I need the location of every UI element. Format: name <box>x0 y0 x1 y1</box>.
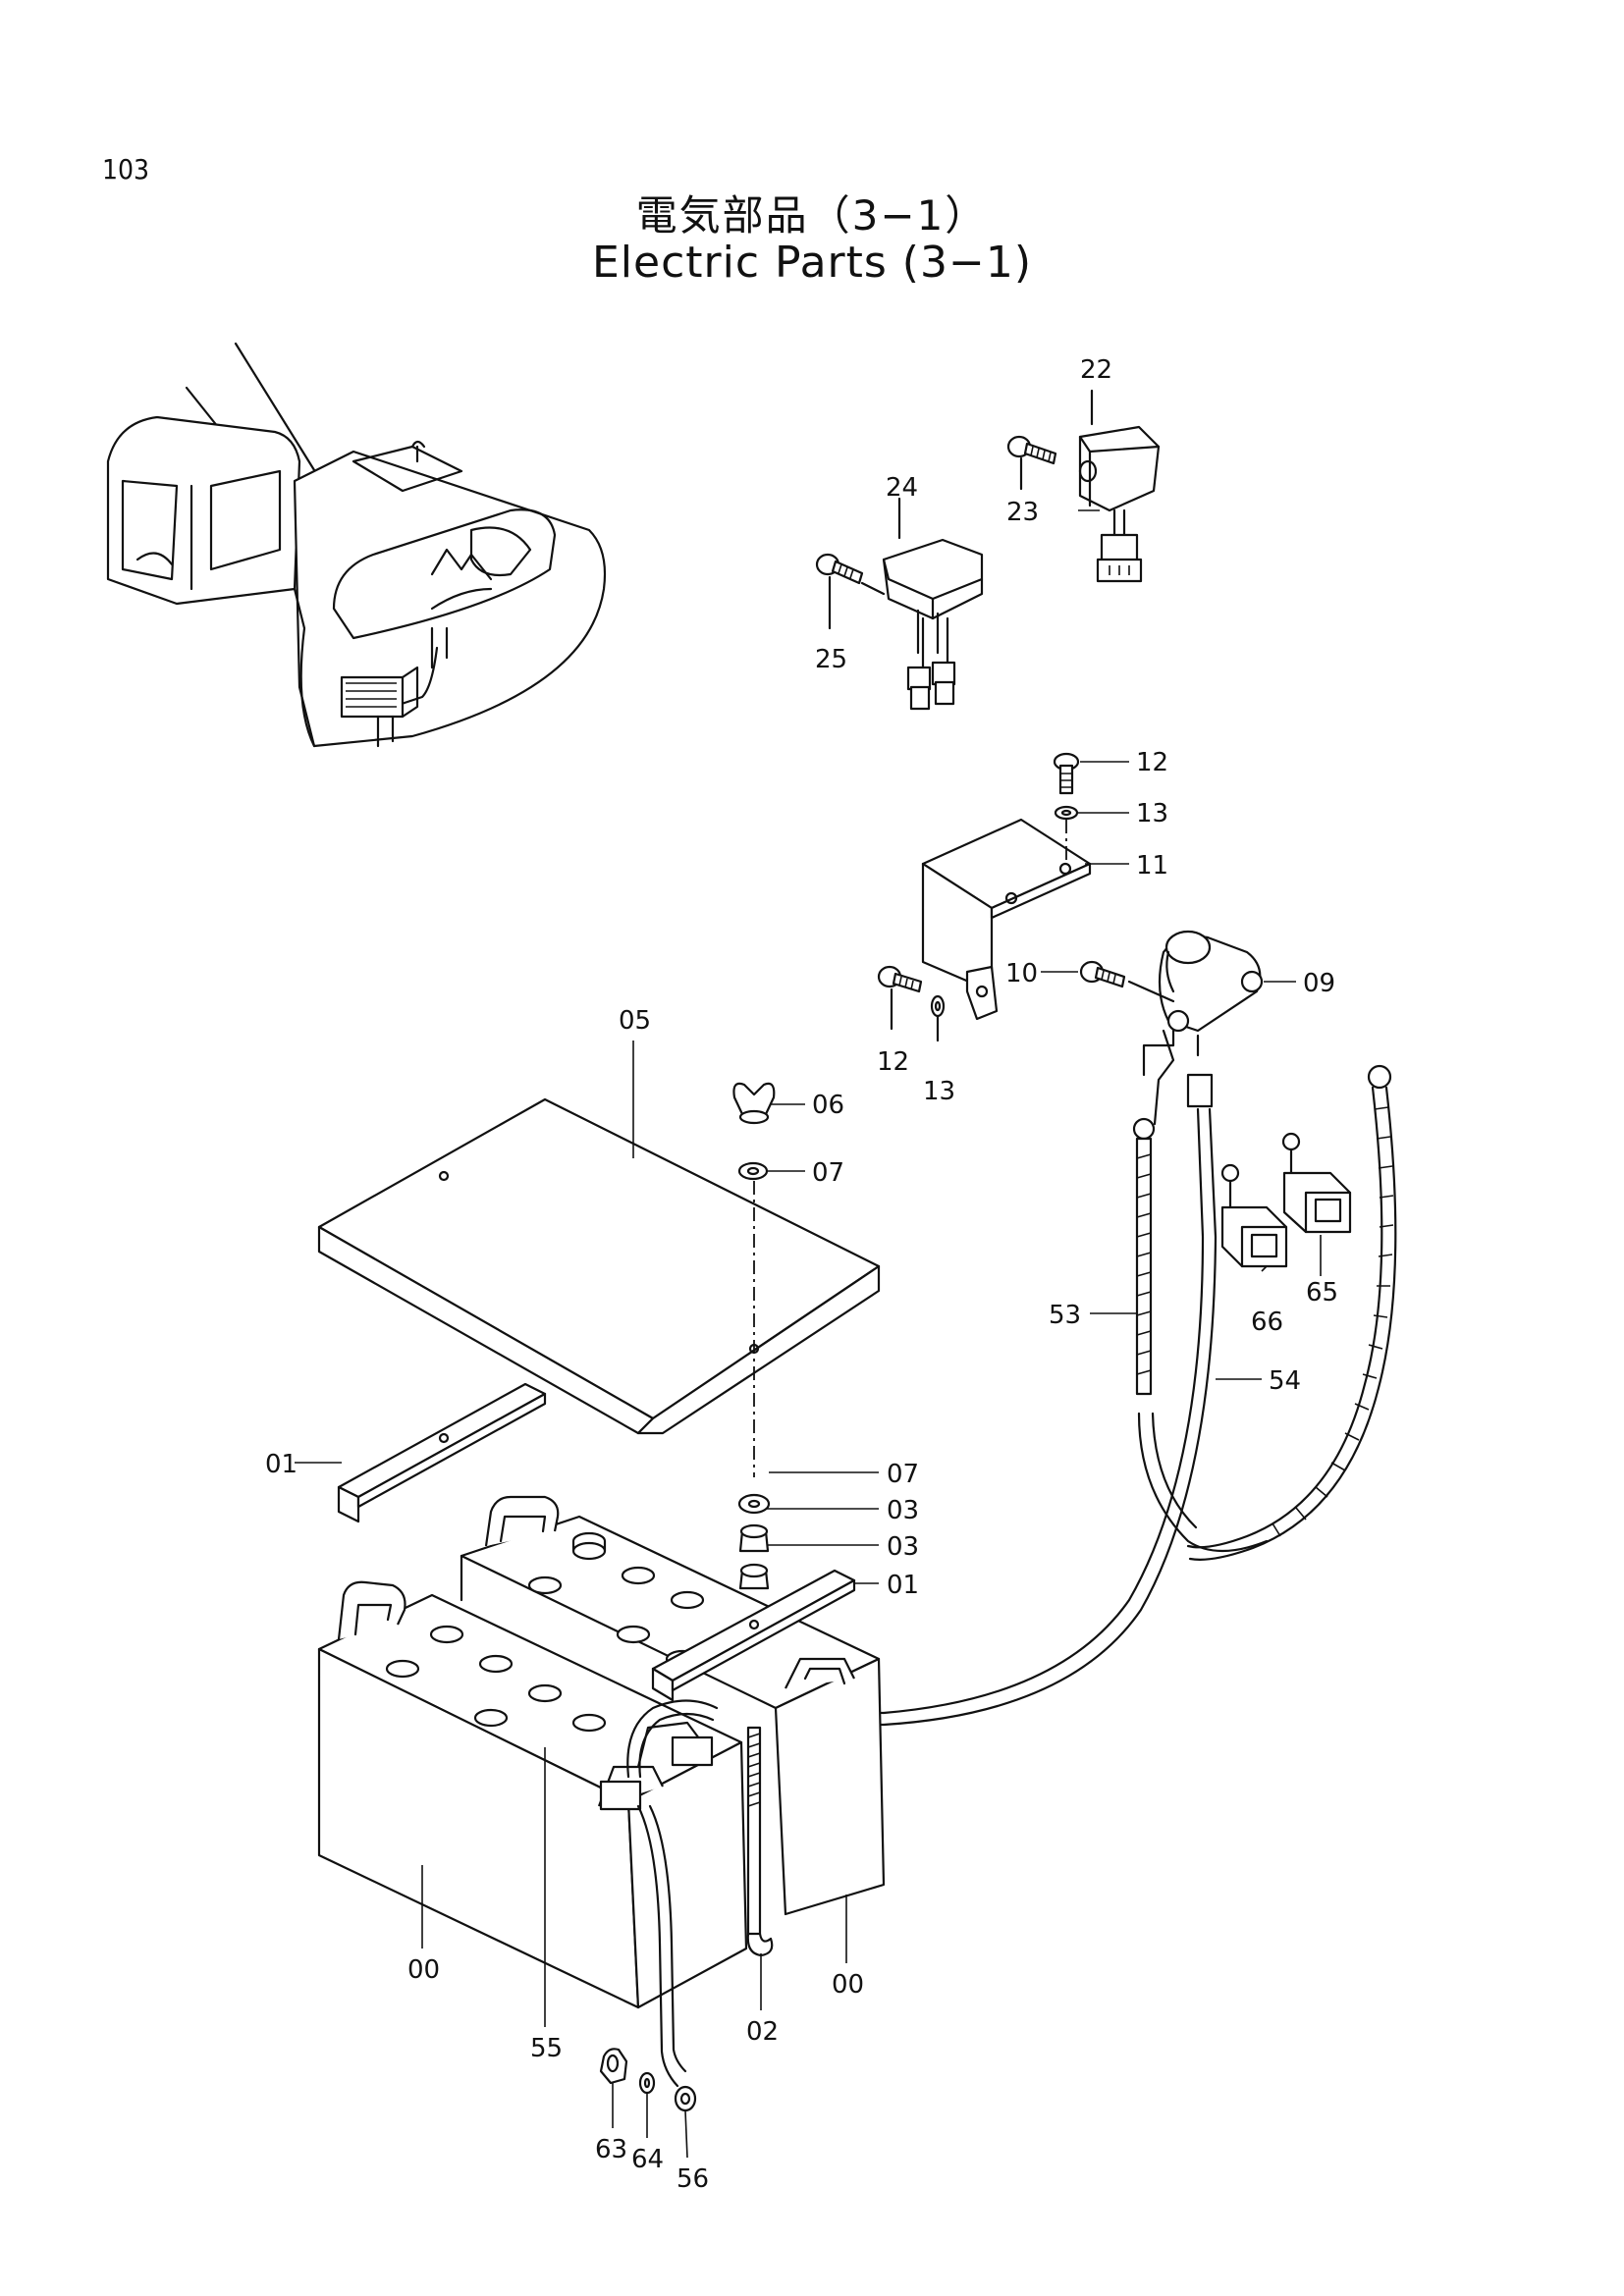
callout-53: 53 <box>1049 1301 1081 1330</box>
callout-25: 25 <box>815 645 847 674</box>
callout-24: 24 <box>886 473 918 503</box>
part-09-battery-relay <box>1127 930 1264 1077</box>
part-06-wing-nut <box>732 1082 776 1125</box>
part-07-washer-bottom <box>737 1493 771 1515</box>
cable-long-right <box>1186 1064 1397 1561</box>
part-25-bolt <box>815 553 886 630</box>
callout-labels: 22 23 24 25 12 13 11 10 09 12 13 05 06 0… <box>265 355 1338 2194</box>
callout-23: 23 <box>1006 498 1039 527</box>
callout-05: 05 <box>619 1006 651 1036</box>
part-03-nut-lower <box>738 1563 770 1590</box>
part-11-bracket <box>921 818 1092 1021</box>
part-12-bolt-lower <box>877 965 923 1031</box>
part-22-relay <box>1078 389 1161 583</box>
callout-63: 63 <box>595 2135 627 2164</box>
part-65-connector <box>1281 1132 1352 1234</box>
part-53-cable <box>1132 1117 1269 1553</box>
part-55-cable <box>599 1699 719 1811</box>
part-63-nut <box>599 2048 628 2085</box>
callout-12-lower: 12 <box>877 1047 909 1077</box>
callout-55: 55 <box>530 2034 563 2063</box>
callout-11: 11 <box>1136 851 1168 881</box>
callout-64: 64 <box>631 2145 664 2174</box>
page-title-english: Electric Parts (3−1) <box>592 238 1032 288</box>
callout-00-right: 00 <box>832 1970 864 2000</box>
callout-02: 02 <box>746 2017 779 2047</box>
part-56-cable-terminal <box>636 1804 697 2112</box>
page-title-japanese: 電気部品（3−1） <box>635 191 989 240</box>
callout-09: 09 <box>1303 969 1335 998</box>
callout-07-top: 07 <box>812 1158 844 1188</box>
part-07-washer-top <box>737 1161 769 1181</box>
part-10-bolt <box>1079 960 1126 988</box>
callout-07-bottom: 07 <box>887 1460 919 1489</box>
part-12-bolt-upper <box>1053 752 1080 795</box>
part-13-washer-upper <box>1054 805 1079 864</box>
callout-10: 10 <box>1005 959 1038 988</box>
cable-lead-53 <box>1153 1029 1175 1126</box>
callout-01-left: 01 <box>265 1450 298 1479</box>
part-01-hold-down-bar-left <box>337 1382 547 1523</box>
callout-00-left: 00 <box>407 1955 440 1985</box>
part-23-bolt <box>1006 435 1057 491</box>
callout-65: 65 <box>1306 1278 1338 1308</box>
part-24-relay <box>882 497 984 711</box>
page-number: 103 <box>102 153 150 186</box>
callout-03-lower: 03 <box>887 1532 919 1562</box>
callout-01-right: 01 <box>887 1571 919 1600</box>
callout-54: 54 <box>1269 1366 1301 1396</box>
part-03-nut-upper <box>738 1523 770 1553</box>
callout-66: 66 <box>1251 1308 1283 1337</box>
part-54-cable <box>821 1073 1218 1727</box>
part-13-washer-lower <box>930 994 946 1042</box>
part-05-battery-cover <box>317 1097 881 1435</box>
excavator-location-sketch <box>106 342 607 748</box>
callout-13-lower: 13 <box>923 1077 955 1106</box>
callout-22: 22 <box>1080 355 1112 385</box>
part-02-hook-rod <box>746 1726 774 1957</box>
leader-lines <box>295 509 1322 2159</box>
part-64-washer <box>638 2071 656 2095</box>
callout-13-upper: 13 <box>1136 799 1168 828</box>
callout-06: 06 <box>812 1091 844 1120</box>
callout-56: 56 <box>677 2164 709 2194</box>
part-01-hold-down-bar-right <box>651 1569 856 1702</box>
callout-12-upper: 12 <box>1136 748 1168 777</box>
part-66-connector <box>1220 1163 1288 1268</box>
part-00-battery-front <box>317 1580 748 2009</box>
callout-03-upper: 03 <box>887 1496 919 1525</box>
